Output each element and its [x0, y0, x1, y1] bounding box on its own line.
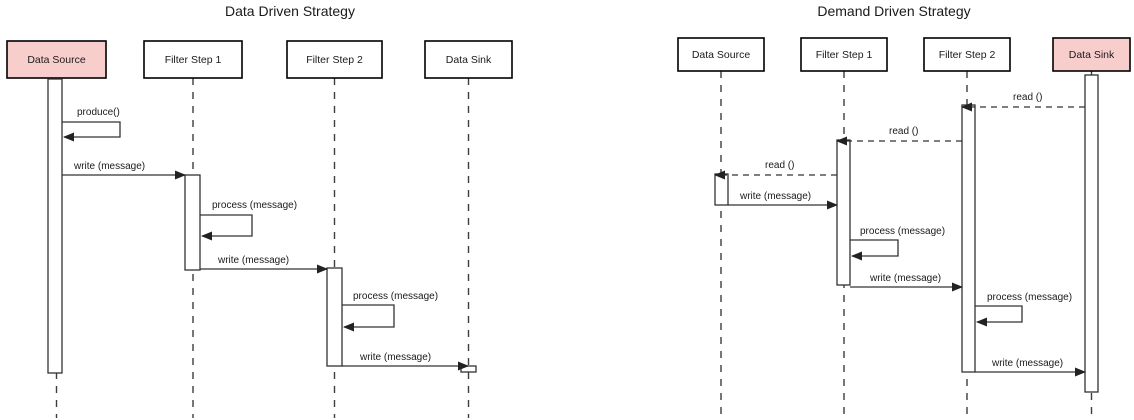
activation-filter-step-1[interactable] — [836, 139, 851, 286]
lifeline-box-filter-step-1[interactable] — [143, 40, 243, 79]
diagram-title: Data Driven Strategy — [225, 3, 355, 19]
lifeline-label-data-sink: Data Sink — [446, 54, 492, 66]
message-process-2-label: process (message) — [987, 292, 1072, 303]
message-write-2[interactable]: write (message) — [200, 255, 328, 274]
message-process-2[interactable]: process (message) — [342, 291, 438, 332]
lifeline-label-filter-step-1: Filter Step 1 — [165, 54, 222, 66]
message-read-3-label: read () — [765, 160, 794, 171]
message-write-2[interactable]: write (message) — [850, 273, 963, 292]
lifeline-label-filter-step-1: Filter Step 1 — [816, 49, 873, 61]
activation-data-sink[interactable] — [1084, 74, 1099, 393]
message-write-1-label: write (message) — [739, 191, 811, 202]
lifeline-label-filter-step-2: Filter Step 2 — [939, 49, 996, 61]
activation-data-source[interactable] — [714, 173, 729, 206]
diagram-title: Demand Driven Strategy — [817, 3, 970, 19]
lifeline-data-source: Data Source — [677, 37, 765, 418]
activation-filter-step-2[interactable] — [961, 104, 976, 373]
message-process-1-path[interactable] — [200, 214, 253, 241]
message-write-3-label: write (message) — [991, 358, 1063, 369]
message-write-2-label: write (message) — [217, 255, 289, 266]
message-process-2-label: process (message) — [353, 291, 438, 302]
lifeline-box-filter-step-2[interactable] — [923, 37, 1011, 72]
message-process-1[interactable]: process (message) — [850, 226, 945, 261]
message-read-1-label: read () — [1013, 92, 1042, 103]
activation-filter-step-1[interactable] — [184, 174, 201, 271]
lifeline-label-data-source: Data Source — [27, 54, 86, 66]
message-read-2-label: read () — [889, 126, 918, 137]
message-write-1[interactable]: write (message) — [728, 191, 838, 210]
message-write-1[interactable]: write (message) — [62, 161, 186, 180]
lifeline-box-filter-step-1[interactable] — [800, 37, 888, 72]
lifeline-box-data-sink[interactable] — [424, 40, 513, 79]
message-write-3[interactable]: write (message) — [342, 352, 469, 371]
message-read-1[interactable]: read () — [961, 92, 1085, 112]
lifeline-data-sink: Data Sink — [424, 40, 513, 418]
lifeline-box-filter-step-2[interactable] — [286, 40, 383, 79]
activation-filter-step-2[interactable] — [326, 267, 343, 367]
activation-data-sink[interactable] — [460, 365, 477, 373]
lifeline-box-data-source[interactable] — [677, 37, 765, 72]
message-write-1-label: write (message) — [73, 161, 145, 172]
message-process-2-path[interactable] — [342, 304, 395, 332]
activation-data-source[interactable] — [47, 78, 63, 374]
message-process-2[interactable]: process (message) — [975, 292, 1072, 327]
lifeline-label-data-source: Data Source — [692, 49, 751, 61]
lifeline-box-data-source[interactable] — [6, 40, 107, 79]
message-process-1-label: process (message) — [212, 200, 297, 211]
message-process-1-label: process (message) — [860, 226, 945, 237]
message-write-3[interactable]: write (message) — [975, 358, 1086, 377]
lifeline-data-source: Data Source — [6, 40, 107, 418]
message-read-3[interactable]: read () — [714, 160, 837, 180]
message-process-1-path[interactable] — [850, 239, 899, 261]
lifeline-filter-step-1: Filter Step 1 — [143, 40, 243, 418]
message-read-2[interactable]: read () — [836, 126, 962, 146]
message-process-1[interactable]: process (message) — [200, 200, 297, 241]
message-write-3-label: write (message) — [359, 352, 431, 363]
message-produce-path[interactable] — [62, 121, 121, 142]
lifeline-box-data-sink[interactable] — [1052, 37, 1131, 72]
message-produce[interactable]: produce() — [62, 107, 121, 142]
lifeline-label-data-sink: Data Sink — [1069, 49, 1115, 61]
message-process-2-path[interactable] — [975, 305, 1023, 327]
lifeline-label-filter-step-2: Filter Step 2 — [306, 54, 363, 66]
message-produce-label: produce() — [77, 107, 120, 118]
message-write-2-label: write (message) — [869, 273, 941, 284]
